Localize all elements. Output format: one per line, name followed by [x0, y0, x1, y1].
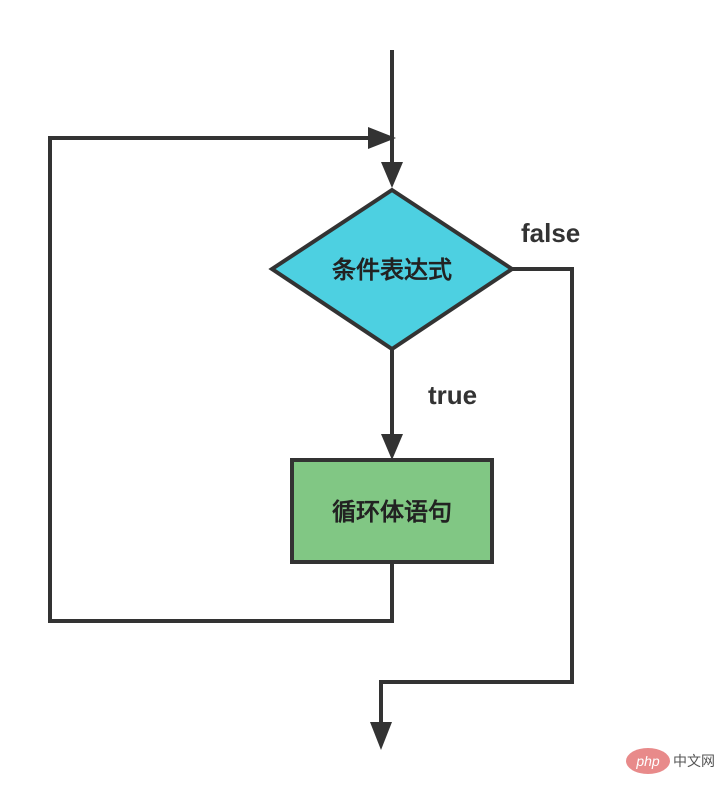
process-label: 循环体语句 — [332, 498, 452, 526]
watermark-logo-text: php — [635, 753, 660, 769]
watermark-site-text: 中文网 — [673, 753, 715, 769]
php-logo-icon — [626, 748, 670, 774]
process-node — [290, 458, 494, 564]
false-edge — [379, 267, 574, 722]
loop-back-arrowhead — [368, 127, 396, 149]
entry-arrowhead — [381, 162, 403, 188]
decision-label: 条件表达式 — [332, 256, 452, 284]
exit-arrowhead — [370, 722, 392, 750]
loop-back-edge — [48, 136, 394, 623]
false-label: false — [521, 218, 580, 248]
true-edge-arrowhead — [381, 434, 403, 460]
watermark: php 中文网 — [626, 748, 715, 774]
true-label: true — [428, 380, 477, 410]
